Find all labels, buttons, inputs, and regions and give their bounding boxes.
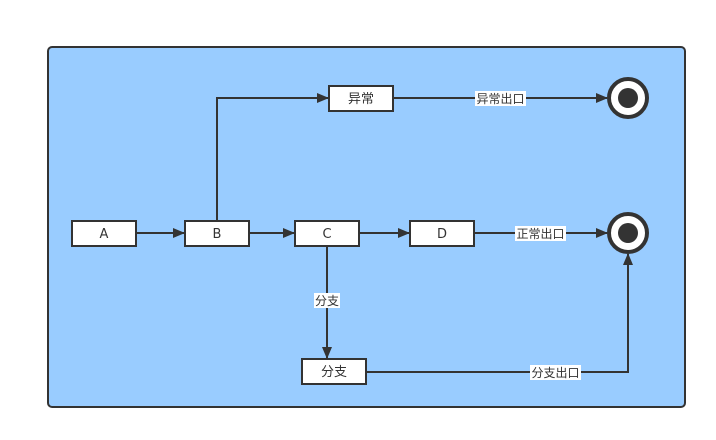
edge-b-exception (216, 93, 329, 221)
node-label: D (437, 227, 447, 242)
end-state-normal[interactable] (607, 212, 649, 254)
node-a[interactable]: A (71, 220, 137, 247)
node-label: B (213, 227, 222, 242)
node-label: C (322, 227, 331, 242)
edge-label-text: 正常出口 (516, 227, 564, 241)
edge-label-text: 分支出口 (531, 366, 579, 380)
end-state-exception[interactable] (607, 77, 649, 119)
edge-label-branch: 分支 (314, 293, 340, 308)
node-branch[interactable]: 分支 (301, 358, 367, 385)
node-b[interactable]: B (184, 220, 250, 247)
edge-label-text: 异常出口 (476, 92, 524, 106)
end-state-dot-icon (618, 88, 638, 108)
end-state-dot-icon (618, 223, 638, 243)
edge-label-exception-exit: 异常出口 (475, 91, 526, 106)
node-exception[interactable]: 异常 (328, 85, 394, 112)
node-label: A (100, 227, 109, 242)
node-d[interactable]: D (409, 220, 475, 247)
edge-label-branch-exit: 分支出口 (530, 365, 581, 380)
node-c[interactable]: C (294, 220, 360, 247)
container-frame (47, 46, 686, 408)
edge-label-normal-exit: 正常出口 (515, 226, 566, 241)
edge-label-text: 分支 (315, 294, 339, 308)
node-label: 分支 (321, 365, 347, 380)
edge-branch-end (366, 253, 633, 373)
node-label: 异常 (348, 92, 374, 107)
